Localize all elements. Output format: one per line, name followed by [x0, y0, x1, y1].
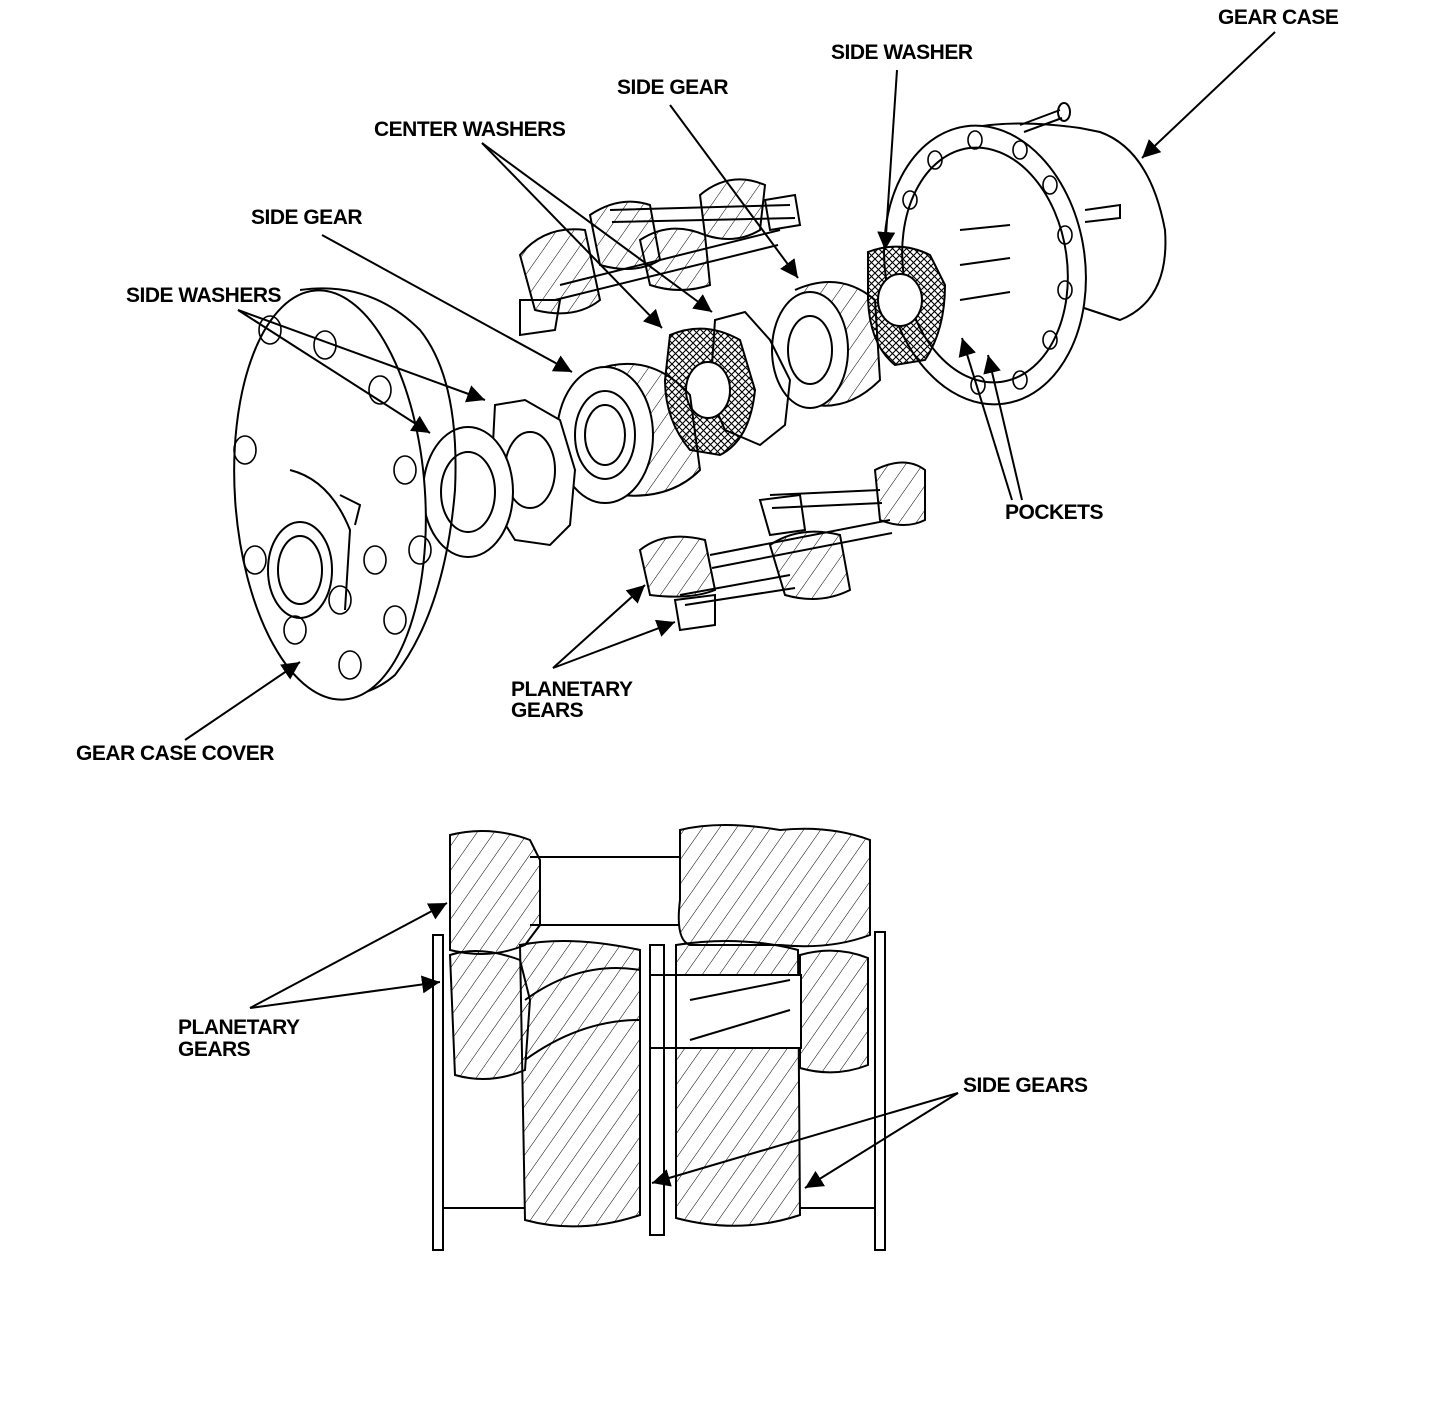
leader-pockets-2 [983, 354, 1023, 501]
leader-planetary-top-2 [552, 619, 676, 669]
label-planetary-gears-top-line2: GEARS [511, 699, 584, 722]
leader-side-gear-top [669, 104, 799, 279]
gear-case-cover-part [233, 287, 457, 701]
leader-side-washer-2 [237, 309, 431, 434]
leader-center-washer-1 [481, 142, 663, 329]
leader-side-washer-1 [237, 309, 486, 403]
label-planetary-gears-bottom-line1: PLANETARY [178, 1016, 300, 1039]
leader-planetary-bottom-2 [249, 975, 441, 1009]
side-gear-top-part [771, 281, 882, 409]
leader-center-washer-2 [481, 142, 713, 313]
leader-gear-case [1141, 31, 1276, 159]
label-gear-case: GEAR CASE [1218, 6, 1339, 29]
label-gear-case-cover: GEAR CASE COVER [76, 742, 274, 765]
label-side-washer: SIDE WASHER [831, 41, 973, 64]
label-center-washers: CENTER WASHERS [374, 118, 566, 141]
leader-side-gears-2 [804, 1092, 959, 1189]
leader-side-gears-1 [651, 1092, 959, 1187]
planetary-gears-top-cluster [518, 178, 802, 337]
assembled-differential-view [432, 824, 886, 1251]
label-side-gears: SIDE GEARS [963, 1074, 1088, 1097]
leader-lines [184, 31, 1276, 1189]
label-side-gear-top: SIDE GEAR [617, 76, 729, 99]
leader-planetary-bottom-1 [249, 902, 448, 1009]
leader-planetary-top-1 [552, 584, 646, 669]
label-side-gear-mid: SIDE GEAR [251, 206, 363, 229]
label-planetary-gears-bottom-line2: GEARS [178, 1038, 251, 1061]
leader-side-washer [877, 69, 898, 251]
leader-side-gear-mid [321, 234, 573, 373]
label-side-washers: SIDE WASHERS [126, 284, 282, 307]
leader-gear-case-cover [184, 661, 301, 741]
planetary-gears-mid-cluster [638, 461, 926, 632]
label-planetary-gears-top-line1: PLANETARY [511, 678, 633, 701]
side-gear-mid-part [556, 362, 702, 504]
label-pockets: POCKETS [1005, 501, 1104, 524]
leader-pockets-1 [958, 337, 1013, 501]
side-washers-part [422, 398, 577, 558]
